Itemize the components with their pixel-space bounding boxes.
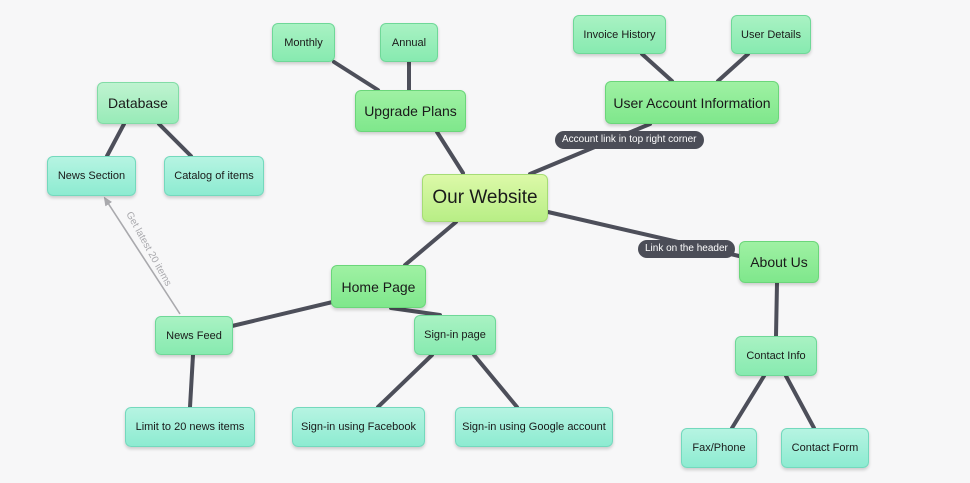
edge-signin-facebook xyxy=(376,353,434,409)
node-user-details[interactable]: User Details xyxy=(731,15,811,54)
node-news-section[interactable]: News Section xyxy=(47,156,136,196)
edge-account-details xyxy=(716,52,750,83)
node-home-page[interactable]: Home Page xyxy=(331,265,426,308)
edge-label-account-link: Account link in top right corner xyxy=(555,131,704,149)
edge-database-news-section xyxy=(105,122,126,158)
edge-root-upgrade xyxy=(435,130,465,175)
edge-arrow-news-feed-to-section xyxy=(103,196,181,315)
edge-signin-google xyxy=(472,353,519,409)
node-database[interactable]: Database xyxy=(97,82,179,124)
node-limit-news[interactable]: Limit to 20 news items xyxy=(125,407,255,447)
edge-home-news-feed xyxy=(230,298,343,328)
node-signin-google[interactable]: Sign-in using Google account xyxy=(455,407,613,447)
edge-root-home xyxy=(403,220,458,267)
node-news-feed[interactable]: News Feed xyxy=(155,316,233,355)
node-annual[interactable]: Annual xyxy=(380,23,438,62)
node-signin-facebook[interactable]: Sign-in using Facebook xyxy=(292,407,425,447)
node-fax-phone[interactable]: Fax/Phone xyxy=(681,428,757,468)
node-monthly[interactable]: Monthly xyxy=(272,23,335,62)
edge-contact-fax xyxy=(730,374,766,430)
edge-about-contact xyxy=(774,281,779,338)
node-catalog-of-items[interactable]: Catalog of items xyxy=(164,156,264,196)
node-about-us[interactable]: About Us xyxy=(739,241,819,283)
edge-contact-form xyxy=(784,374,816,430)
edge-database-catalog xyxy=(157,122,193,158)
edge-home-signin xyxy=(389,306,442,317)
node-user-account-information[interactable]: User Account Information xyxy=(605,81,779,124)
edge-group xyxy=(103,52,816,430)
edge-label-header-link: Link on the header xyxy=(638,240,735,258)
edge-news-feed-limit xyxy=(188,353,195,409)
node-upgrade-plans[interactable]: Upgrade Plans xyxy=(355,90,466,132)
node-our-website[interactable]: Our Website xyxy=(422,174,548,222)
node-signin-page[interactable]: Sign-in page xyxy=(414,315,496,355)
edge-upgrade-monthly xyxy=(332,60,380,92)
node-contact-form[interactable]: Contact Form xyxy=(781,428,869,468)
node-invoice-history[interactable]: Invoice History xyxy=(573,15,666,54)
node-contact-info[interactable]: Contact Info xyxy=(735,336,817,376)
edge-account-invoice xyxy=(640,52,674,83)
